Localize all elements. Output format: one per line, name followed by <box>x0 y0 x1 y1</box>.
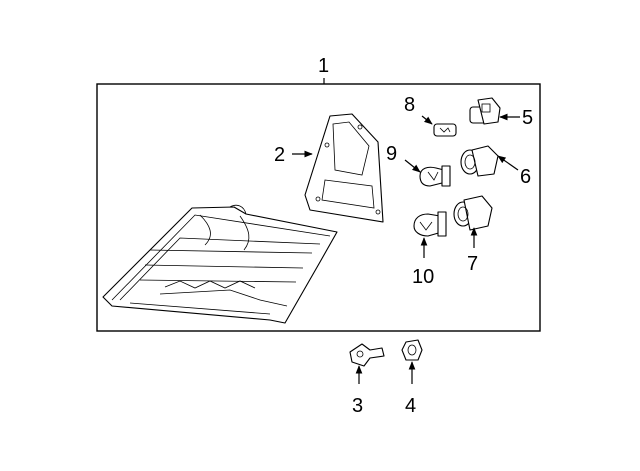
assembly-frame <box>96 83 541 332</box>
callout-10: 10 <box>412 266 434 288</box>
callout-6-leader <box>497 155 519 171</box>
callout-9: 9 <box>386 143 397 165</box>
callout-3: 3 <box>352 395 363 417</box>
gasket <box>304 113 384 223</box>
callout-1: 1 <box>318 55 329 77</box>
callout-7: 7 <box>467 253 478 275</box>
callout-5: 5 <box>522 107 533 129</box>
bulb-8 <box>433 123 457 137</box>
callout-2: 2 <box>274 144 285 166</box>
callout-4: 4 <box>405 395 416 417</box>
nut-4 <box>401 339 423 361</box>
callout-8-leader <box>421 115 433 125</box>
socket-7 <box>453 195 493 231</box>
callout-9-leader <box>404 159 421 173</box>
callout-6: 6 <box>520 166 531 188</box>
clip-3 <box>349 343 385 367</box>
tail-lamp-housing <box>102 204 338 324</box>
socket-5 <box>469 97 501 125</box>
callout-8: 8 <box>404 94 415 116</box>
socket-6 <box>460 145 499 177</box>
bulb-9 <box>419 165 451 187</box>
bulb-10 <box>413 211 447 237</box>
